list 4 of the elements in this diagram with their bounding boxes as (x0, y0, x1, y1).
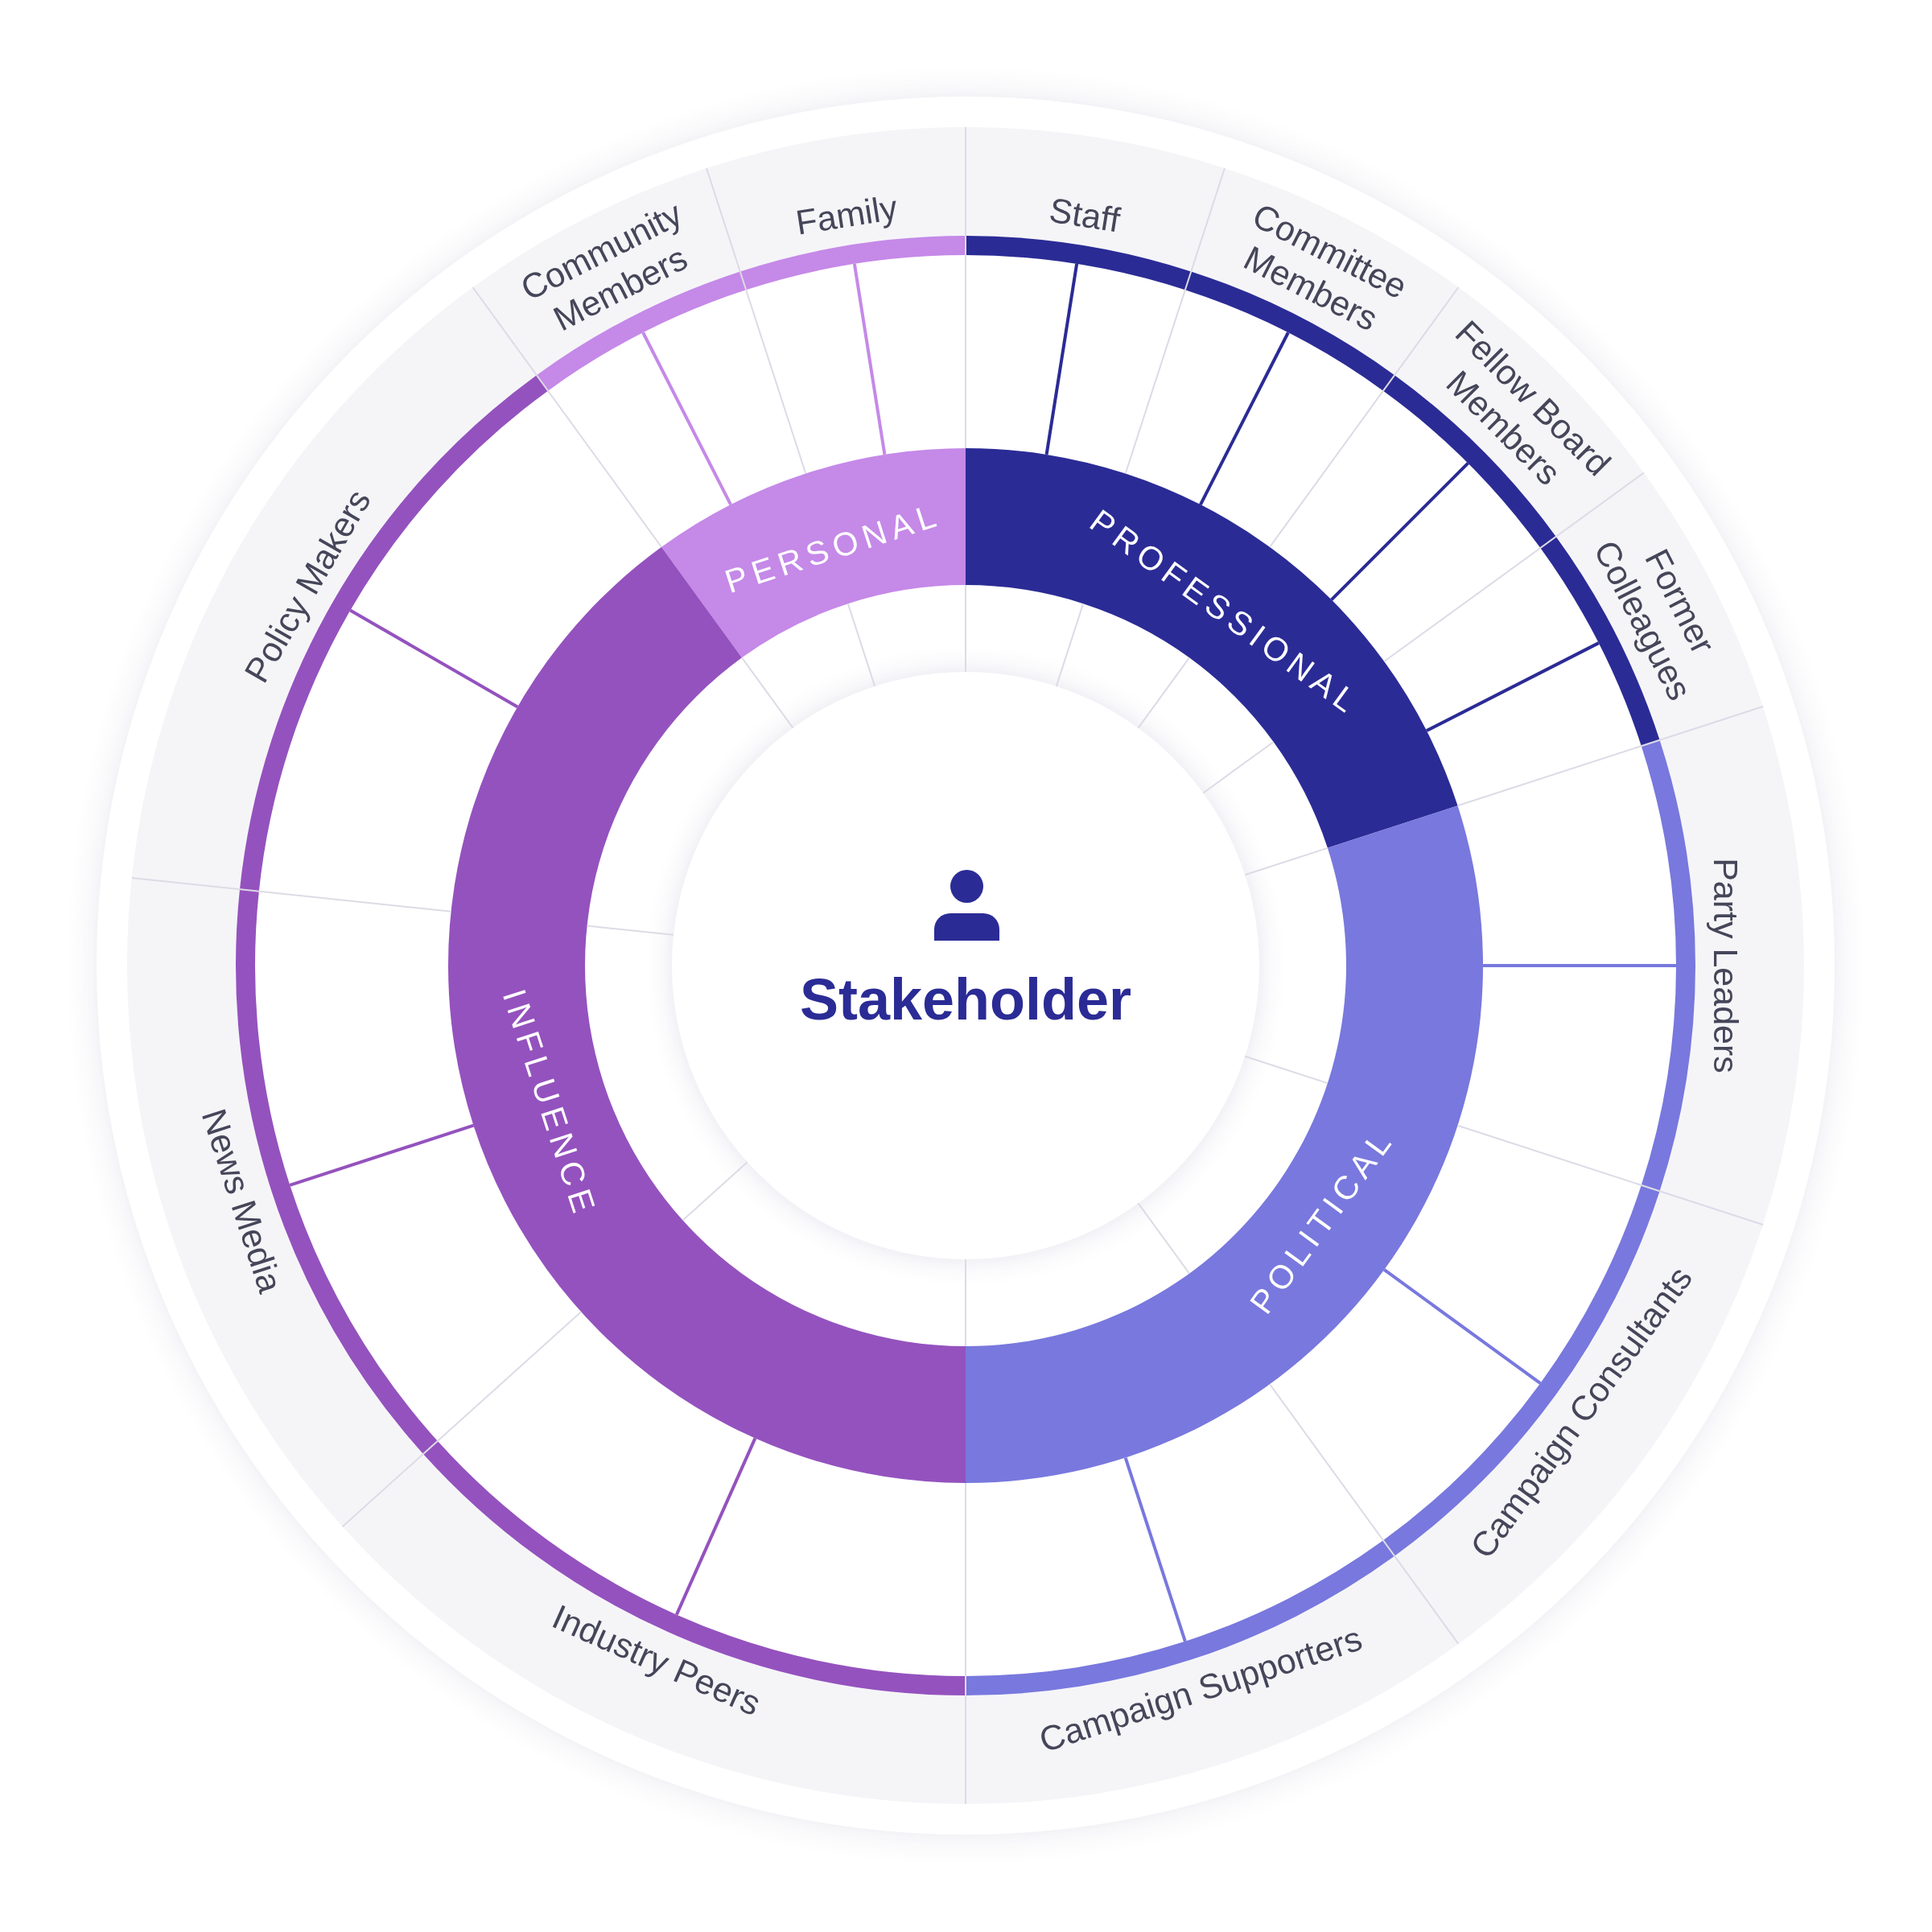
center-label: Stakeholder (798, 967, 1133, 1032)
sector-label: Party Leaders (1706, 857, 1746, 1075)
sector-label: Staff (1045, 189, 1123, 241)
sector-label: Family (792, 187, 901, 244)
